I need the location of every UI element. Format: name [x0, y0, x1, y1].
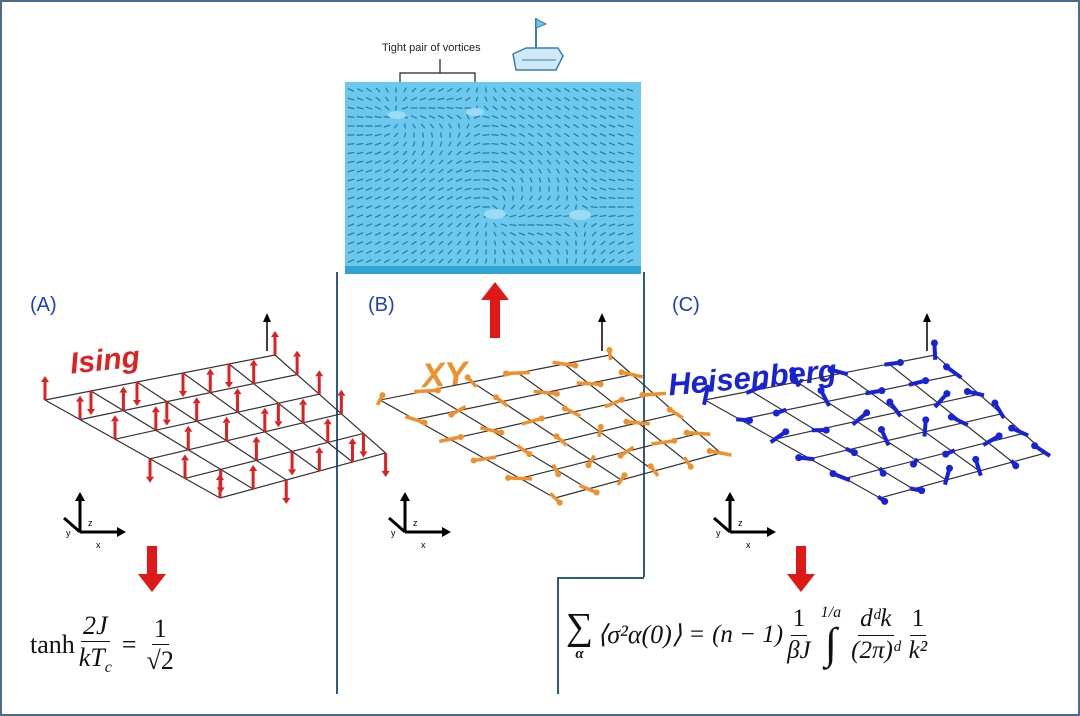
- vortex-annotation: Tight pair of vortices: [382, 42, 481, 54]
- sailboat-logo: [512, 18, 564, 71]
- eq-a-func: tanh: [30, 629, 75, 659]
- eq-c-fraction-2: dᵈk (2π)ᵈ: [851, 606, 900, 664]
- eq-c-lhs: ⟨σ²α(0)⟩: [597, 620, 682, 649]
- axis-label-x: x: [96, 540, 101, 550]
- eq-c-f2-num: dᵈk: [858, 606, 894, 636]
- ising-lattice: [41, 313, 390, 504]
- divider-right-lower: [557, 577, 559, 694]
- axis-label-z: z: [738, 518, 743, 528]
- eq-a-num-left: 2J: [81, 612, 110, 643]
- eq-c-f3-den: k²: [908, 636, 928, 664]
- eq-c-f3-num: 1: [909, 606, 927, 636]
- eq-c-integral: ∫: [824, 619, 837, 668]
- axes-triad-a: z y x: [60, 492, 140, 552]
- axis-label-x: x: [421, 540, 426, 550]
- divider-step: [557, 577, 644, 579]
- eq-c-int-upper: 1/a: [820, 604, 842, 621]
- xy-lattice: [375, 313, 732, 506]
- axis-label-y: y: [66, 528, 71, 538]
- axis-label-y: y: [391, 528, 396, 538]
- eq-c-f2-den: (2π)ᵈ: [851, 636, 901, 664]
- axis-label-y: y: [716, 528, 721, 538]
- eq-a-fraction-right: 1 √2: [147, 615, 174, 675]
- axes-triad-c: z y x: [710, 492, 790, 552]
- eq-a-den-sub: c: [104, 659, 112, 677]
- eq-c-f1-den: βJ: [787, 636, 811, 664]
- axis-label-z: z: [413, 518, 418, 528]
- panel-label-b: (B): [368, 294, 395, 316]
- arrow-down-ising: [138, 546, 166, 592]
- eq-c-sum-sub: α: [575, 645, 584, 662]
- ising-critical-temperature-equation: tanh 2J kTc = 1 √2: [30, 612, 178, 677]
- eq-c-f1-num: 1: [790, 606, 808, 636]
- eq-c-factor: (n − 1): [712, 621, 784, 648]
- eq-c-sum: ∑: [566, 605, 594, 648]
- vortex-field: [345, 82, 641, 274]
- eq-a-den-left: kT: [78, 643, 105, 673]
- eq-c-fraction-1: 1 βJ: [787, 606, 811, 664]
- eq-a-fraction-left: 2J kTc: [79, 612, 112, 677]
- panel-label-a: (A): [30, 294, 57, 316]
- arrow-down-heisenberg: [787, 546, 815, 592]
- divider-left: [336, 272, 338, 694]
- eq-c-fraction-3: 1 k²: [909, 606, 928, 664]
- eq-a-num-right: 1: [151, 615, 169, 646]
- panel-label-c: (C): [672, 294, 700, 316]
- heisenberg-fluctuation-equation: ∑ α ⟨σ²α(0)⟩ = (n − 1) 1 βJ 1/a ∫ dᵈk (2…: [566, 604, 931, 666]
- eq-a-den-right: √2: [146, 646, 174, 676]
- eq-c-equals: =: [689, 621, 705, 648]
- arrow-up-to-vortex: [481, 282, 509, 338]
- axis-label-x: x: [746, 540, 751, 550]
- heisenberg-lattice: [702, 313, 1052, 505]
- axes-triad-b: z y x: [385, 492, 465, 552]
- axis-label-z: z: [88, 518, 93, 528]
- eq-a-equals: =: [121, 629, 137, 659]
